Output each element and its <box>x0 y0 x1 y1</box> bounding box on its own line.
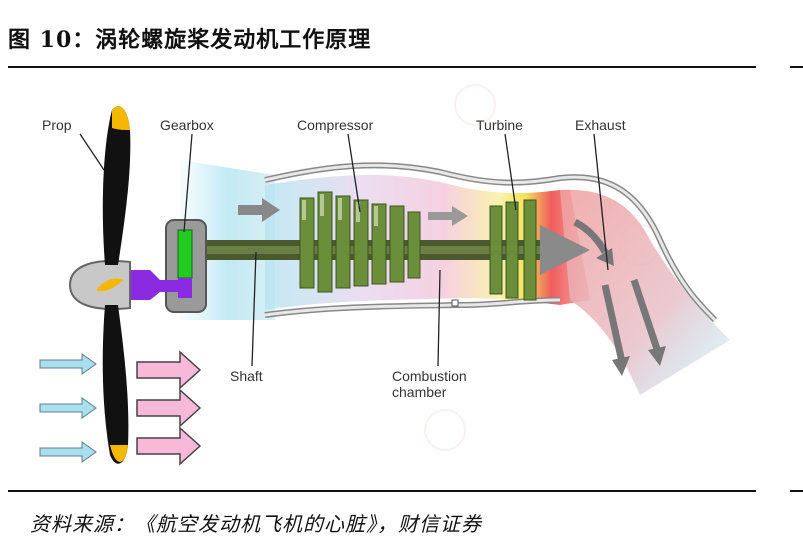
label-compressor: Compressor <box>297 117 374 133</box>
propeller-spinner <box>68 259 131 311</box>
propeller-blade-top <box>102 106 131 265</box>
compressor-blades <box>299 191 421 293</box>
bottom-rule-right <box>790 490 803 492</box>
gearbox-gear <box>177 229 193 279</box>
engine-casing-inner <box>264 163 717 322</box>
leader-lines <box>79 133 609 367</box>
intake-arrows <box>39 353 97 463</box>
top-rule <box>8 66 756 68</box>
label-combustion-line2: chamber <box>392 384 447 400</box>
prop-shaft <box>125 270 180 300</box>
propeller-blade-bottom <box>102 305 129 464</box>
core-flow-arrow <box>238 198 280 222</box>
thrust-arrows <box>136 350 202 466</box>
figure-title: 图 10：涡轮螺旋桨发动机工作原理 <box>8 27 372 53</box>
bottom-rule <box>8 490 756 492</box>
source-note: 资料来源：《航空发动机飞机的心脏》，财信证券 <box>30 512 482 536</box>
exhaust-cone <box>540 225 590 275</box>
turbine-blades <box>489 199 537 301</box>
propeller-tip-top <box>112 106 130 130</box>
top-rule-right <box>790 66 803 68</box>
propeller-tip-bottom <box>110 445 128 462</box>
label-turbine: Turbine <box>476 117 523 133</box>
exhaust-plume <box>560 189 730 395</box>
label-gearbox: Gearbox <box>160 117 214 133</box>
label-combustion-line1: Combustion <box>392 368 467 384</box>
label-exhaust: Exhaust <box>575 117 626 133</box>
label-shaft: Shaft <box>230 368 263 384</box>
exhaust-arrows <box>573 218 662 363</box>
label-prop: Prop <box>42 117 72 133</box>
turbine-flow-arrow <box>428 206 468 226</box>
